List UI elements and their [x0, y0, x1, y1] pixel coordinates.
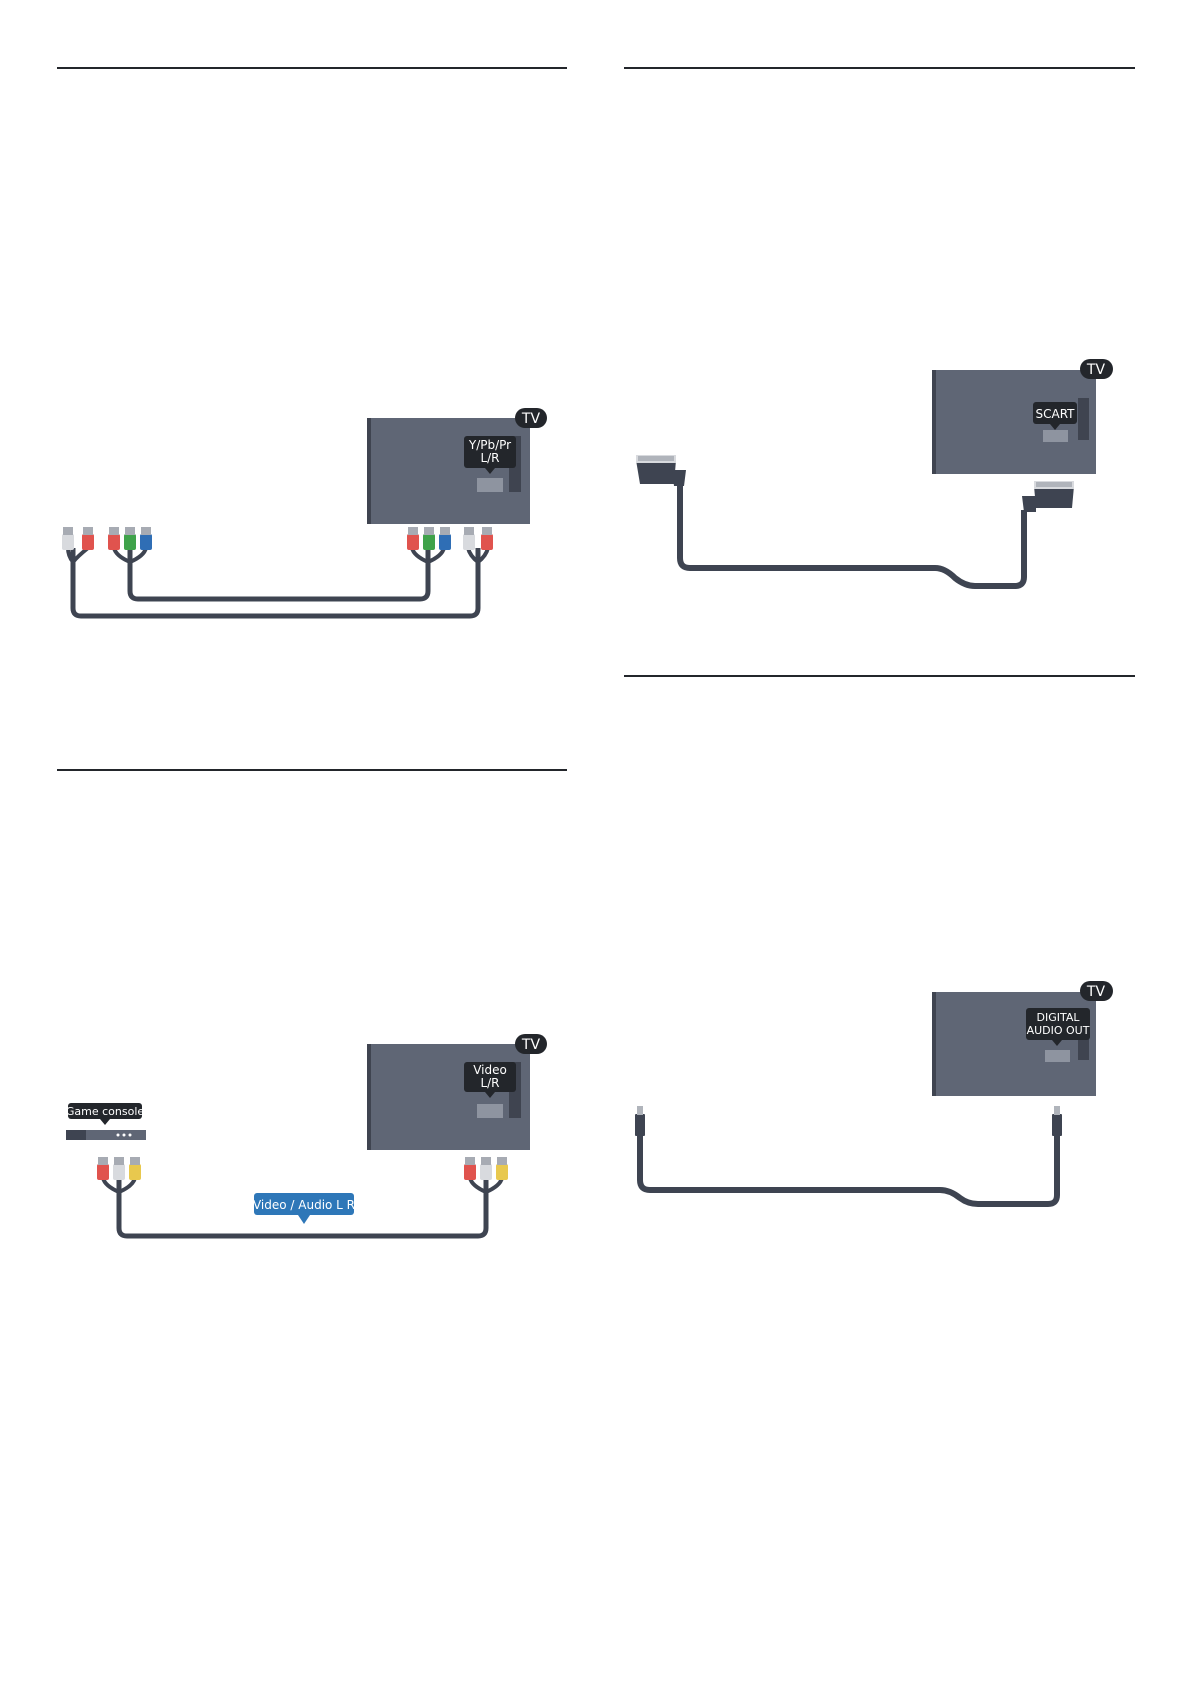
- tv-plugs: [407, 527, 493, 550]
- component-connection-diagram: TV Y/Pb/Pr L/R: [62, 408, 547, 619]
- plug-yellow-video: [496, 1157, 508, 1180]
- tv-illustration: [932, 370, 1096, 474]
- cable-video-audio: [116, 1178, 489, 1239]
- tv-illustration: [367, 1044, 530, 1150]
- port-label-line2: L/R: [480, 451, 499, 465]
- tv-badge-label: TV: [521, 411, 541, 427]
- tv-illustration: [367, 418, 530, 524]
- plug-white-audio-l: [480, 1157, 492, 1180]
- section-rule-mid-right: [624, 675, 1135, 677]
- cable-optical: [637, 1134, 1060, 1207]
- optical-plug-source: [635, 1106, 645, 1136]
- plug-white-audio-l: [62, 527, 74, 550]
- cable-scart: [677, 480, 1027, 589]
- port-label-line1: Y/Pb/Pr: [468, 438, 511, 452]
- digital-audio-connection-diagram: TV DIGITAL AUDIO OUT: [635, 981, 1113, 1207]
- optical-plug-tv: [1052, 1106, 1062, 1136]
- port-label-line1: Video: [473, 1063, 507, 1077]
- cvbs-connection-diagram: TV Video L/R Game console Video / Audio …: [66, 1034, 547, 1239]
- cable-audio: [70, 548, 481, 619]
- device-label: Game console: [66, 1105, 145, 1118]
- scart-plug-tv: [1022, 481, 1074, 512]
- tv-illustration: [932, 992, 1096, 1096]
- plug-red-audio-r: [97, 1157, 109, 1180]
- scart-plug-source: [636, 455, 686, 486]
- port-label: SCART: [1036, 407, 1076, 421]
- tv-badge: TV: [515, 1034, 547, 1054]
- plug-white-audio-l: [113, 1157, 125, 1180]
- tv-plugs: [464, 1157, 508, 1180]
- section-rule-top-right: [624, 67, 1135, 69]
- plug-green-y: [124, 527, 136, 550]
- plug-green-y: [423, 527, 435, 550]
- scart-connection-diagram: TV SCART: [636, 359, 1113, 589]
- plug-white-audio-l: [463, 527, 475, 550]
- plug-red-pr: [407, 527, 419, 550]
- plug-red-audio-r: [82, 527, 94, 550]
- plug-red-audio-r: [464, 1157, 476, 1180]
- tv-badge-label: TV: [1086, 362, 1106, 378]
- tv-badge: TV: [515, 408, 547, 428]
- plug-blue-pb: [439, 527, 451, 550]
- cable-label: Video / Audio L R: [253, 1198, 355, 1212]
- tv-badge: TV: [1080, 359, 1113, 379]
- section-rule-mid-left: [57, 769, 567, 771]
- tv-badge-label: TV: [1086, 984, 1106, 1000]
- source-plugs: [62, 527, 152, 550]
- port-label-line2: AUDIO OUT: [1027, 1024, 1090, 1037]
- section-rule-top-left: [57, 67, 567, 69]
- cable-callout: Video / Audio L R: [253, 1193, 355, 1224]
- port-label-line1: DIGITAL: [1036, 1011, 1080, 1024]
- source-plugs: [97, 1157, 141, 1180]
- game-console-device: Game console: [66, 1103, 146, 1140]
- plug-blue-pb: [140, 527, 152, 550]
- tv-badge: TV: [1080, 981, 1113, 1001]
- plug-yellow-video: [129, 1157, 141, 1180]
- cable-video: [127, 548, 431, 602]
- plug-red-pr: [108, 527, 120, 550]
- plug-red-audio-r: [481, 527, 493, 550]
- tv-badge-label: TV: [521, 1037, 541, 1053]
- port-label-line2: L/R: [480, 1076, 499, 1090]
